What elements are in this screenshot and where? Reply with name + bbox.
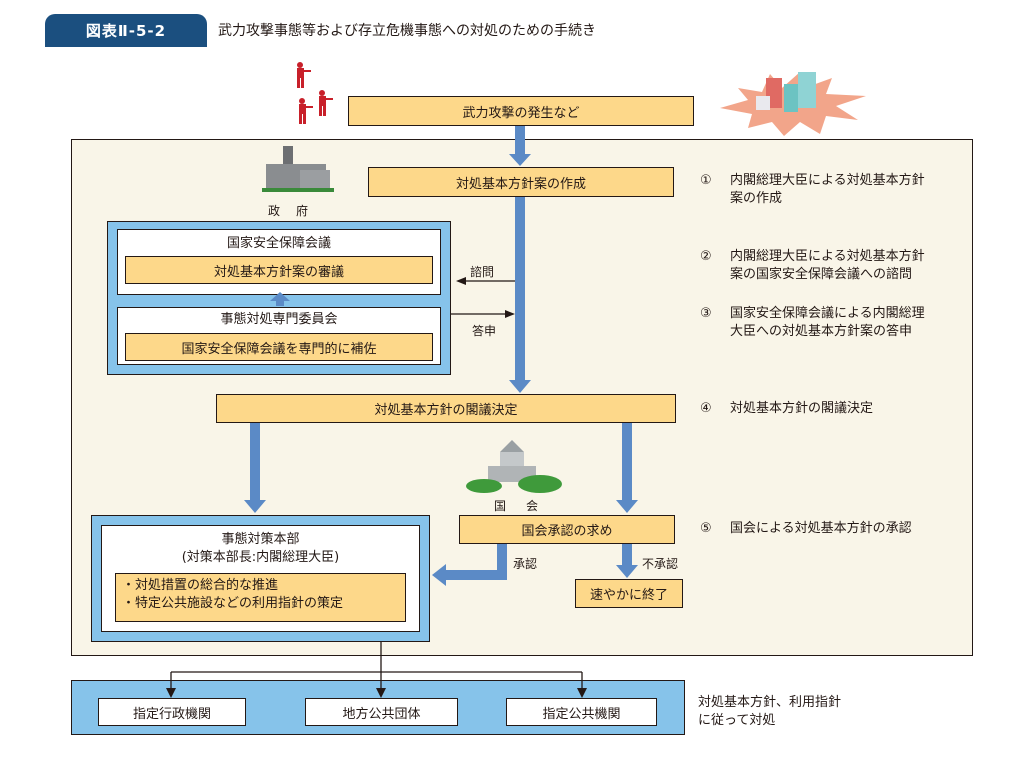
step-number: ⑤ [700,521,712,536]
rejected-label: 不承認 [642,557,679,571]
step-text: 大臣への対処基本方針案の答申 [730,324,913,339]
diagram-title: 武力攻撃事態等および存立危機事態への対処のための手続き [218,23,596,39]
step-text: 国会による対処基本方針の承認 [730,521,912,536]
hq-task-item: ・特定公共施設などの利用指針の策定 [122,596,344,611]
step-item: ① 内閣総理大臣による対処基本方針 案の作成 [700,172,925,208]
step-text: 対処基本方針の閣議決定 [730,401,874,416]
hq-subtitle: (対策本部長:内閣総理大臣) [181,550,340,565]
draft-policy-box: 対処基本方針案の作成 [368,167,674,197]
diet-approval-box: 国会承認の求め [459,515,675,544]
agency-name: 指定行政機関 [132,706,211,722]
committee-task-box: 国家安全保障会議を専門的に補佐 [125,333,433,361]
step-number: ① [700,173,712,188]
diet-approval-text: 国会承認の求め [521,524,613,539]
agencies-note: 対処基本方針、利用指針 に従って対処 [698,694,841,730]
consult-label: 諮問 [470,265,495,279]
step-number: ② [700,249,712,264]
step-text: 案の国家安全保障会議への諮問 [730,267,913,282]
hq-title: 事態対策本部 [221,532,300,547]
agency-name: 地方公共団体 [342,706,421,722]
city-attack-icon [720,72,866,136]
nsc-title: 国家安全保障会議 [226,236,331,251]
trigger-box: 武力攻撃の発生など [348,96,694,126]
nsc-task-text: 対処基本方針案の審議 [213,264,344,280]
step-item: ⑤ 国会による対処基本方針の承認 [700,520,912,538]
step-item: ④ 対処基本方針の閣議決定 [700,400,873,418]
step-item: ③ 国家安全保障会議による内閣総理 大臣への対処基本方針案の答申 [700,305,925,341]
agencies-note-line: に従って対処 [698,713,776,728]
hq-tasks-box: ・対処措置の総合的な推進 ・特定公共施設などの利用指針の策定 [115,573,406,622]
diet-label: 国 会 [494,499,543,513]
step-text: 内閣総理大臣による対処基本方針 [730,173,925,188]
cabinet-decision-box: 対処基本方針の閣議決定 [216,394,676,423]
agency-box: 地方公共団体 [305,698,458,726]
step-text: 内閣総理大臣による対処基本方針 [730,249,925,264]
approved-label: 承認 [513,557,538,571]
terminate-box: 速やかに終了 [575,579,683,608]
government-label: 政 府 [268,204,311,218]
agency-box: 指定公共機関 [506,698,657,726]
step-text: 案の作成 [730,191,783,206]
agency-name: 指定公共機関 [542,706,621,722]
soldiers-icon [297,62,333,124]
agencies-note-line: 対処基本方針、利用指針 [698,695,842,710]
committee-title: 事態対処専門委員会 [220,312,338,327]
cabinet-decision-text: 対処基本方針の閣議決定 [374,403,518,418]
committee-task-text: 国家安全保障会議を専門的に補佐 [181,341,377,357]
agency-box: 指定行政機関 [98,698,246,726]
hq-task-item: ・対処措置の総合的な推進 [122,578,279,593]
report-label: 答申 [472,324,497,338]
draft-policy-text: 対処基本方針案の作成 [455,176,586,192]
nsc-task-box: 対処基本方針案の審議 [125,256,433,284]
step-text: 国家安全保障会議による内閣総理 [730,306,925,321]
step-item: ② 内閣総理大臣による対処基本方針 案の国家安全保障会議への諮問 [700,248,925,284]
trigger-text: 武力攻撃の発生など [462,105,580,121]
step-number: ④ [700,401,712,416]
step-number: ③ [700,306,712,321]
figure-tag: 図表Ⅱ-5-2 [45,14,207,47]
terminate-text: 速やかに終了 [589,588,668,603]
